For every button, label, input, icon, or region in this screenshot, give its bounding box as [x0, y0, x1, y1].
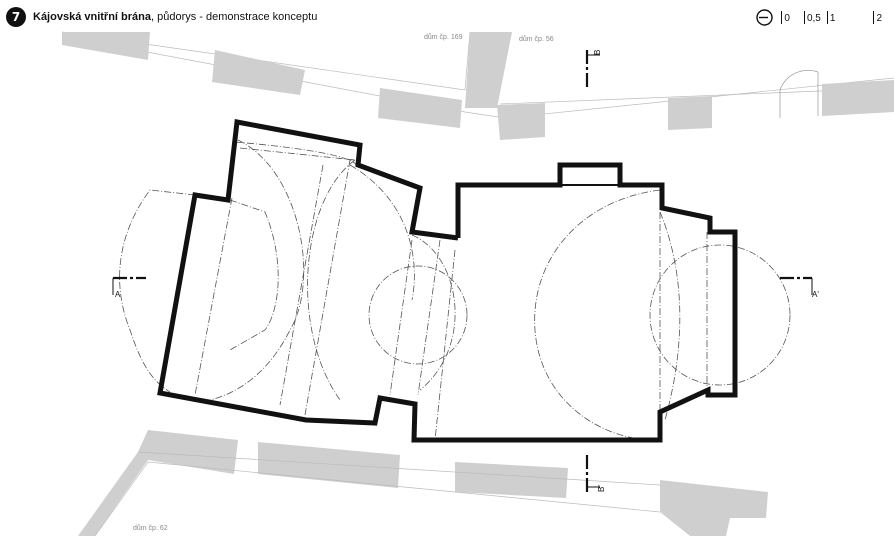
drawing-header: 7 Kájovská vnitřní brána, půdorys - demo… [6, 6, 317, 28]
section-marker-a-right [780, 276, 813, 295]
drawing-title: Kájovská vnitřní brána, půdorys - demons… [33, 11, 317, 23]
door-swing [779, 70, 819, 118]
section-label-b: B [593, 50, 602, 55]
vault-lines [119, 139, 791, 441]
scale-tick-2: 2 [873, 10, 882, 24]
scale-tick-0: 0 [781, 10, 790, 24]
bottom-wall-band [94, 451, 661, 536]
label-house-62: dům čp. 62 [133, 524, 168, 532]
section-label-a: A [115, 290, 121, 299]
section-marker-b-top [585, 50, 600, 88]
label-house-169: dům čp. 169 [424, 33, 463, 41]
section-label-b-prime: B' [597, 485, 606, 492]
section-marker-a-left [112, 276, 146, 295]
bottom-walls-gray [78, 430, 768, 536]
gate-outline [157, 119, 738, 443]
drawing-title-bold: Kájovská vnitřní brána [33, 11, 151, 23]
drawing-number-badge: 7 [6, 7, 26, 27]
section-marker-b-bottom [585, 455, 600, 492]
label-house-56: dům čp. 56 [519, 35, 554, 43]
scale-bar: 0 0,5 1 2 [756, 6, 882, 28]
drawing-title-rest: , půdorys - demonstrace konceptu [151, 11, 318, 23]
scale-tick-05: 0,5 [803, 10, 821, 24]
section-label-a-prime: A' [812, 290, 819, 299]
scale-tick-1: 1 [826, 10, 835, 24]
top-walls-gray [62, 32, 894, 140]
north-arrow-icon [756, 8, 774, 26]
